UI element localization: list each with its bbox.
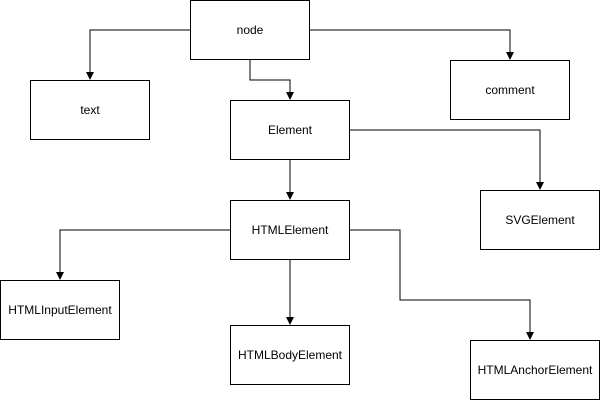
node-box-element: Element <box>230 100 350 160</box>
node-box-html-input-element: HTMLInputElement <box>0 280 120 340</box>
node-box-html-body-element: HTMLBodyElement <box>230 325 350 385</box>
edge-node-to-comment <box>310 29 514 60</box>
element-label: Element <box>267 123 313 137</box>
edge-html-element-to-input <box>56 229 230 280</box>
node-box-node: node <box>190 0 310 60</box>
html-element-label: HTMLElement <box>251 223 329 237</box>
node-box-svg-element: SVGElement <box>480 190 600 250</box>
html-input-element-label: HTMLInputElement <box>8 303 112 317</box>
edge-element-to-svg-element <box>350 129 544 190</box>
comment-label: comment <box>485 83 535 97</box>
node-box-html-anchor-element: HTMLAnchorElement <box>470 340 600 400</box>
html-anchor-element-label: HTMLAnchorElement <box>477 363 593 377</box>
html-body-element-label: HTMLBodyElement <box>237 348 343 362</box>
edge-node-to-element <box>249 60 294 100</box>
edge-node-to-text <box>86 29 190 80</box>
node-box-text: text <box>30 80 150 140</box>
node-label: node <box>236 23 264 37</box>
node-box-comment: comment <box>450 60 570 120</box>
edge-html-element-to-anchor <box>350 229 534 340</box>
text-label: text <box>80 103 100 117</box>
node-box-html-element: HTMLElement <box>230 200 350 260</box>
svg-element-label: SVGElement <box>505 213 575 227</box>
